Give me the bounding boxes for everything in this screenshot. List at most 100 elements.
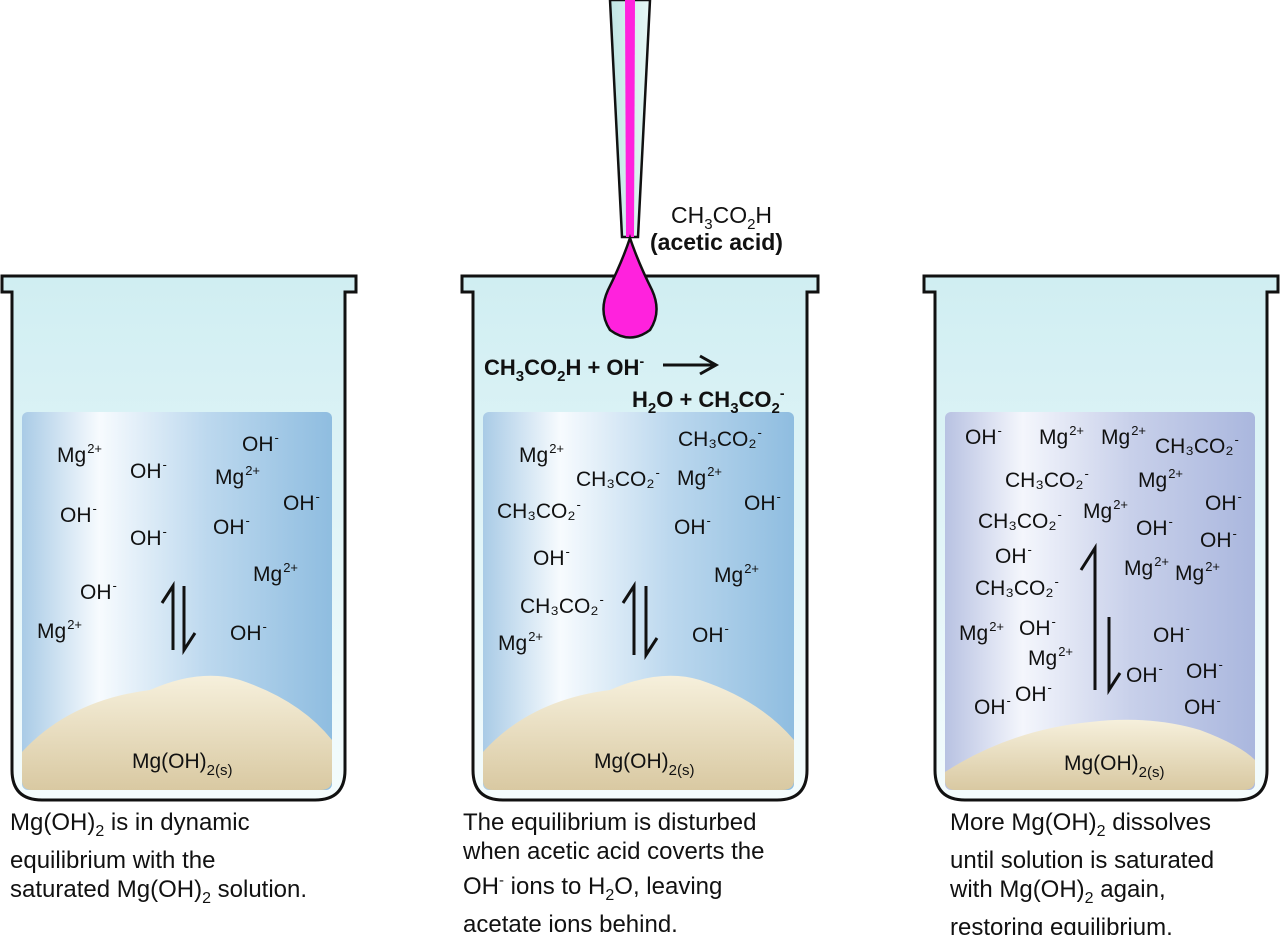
ion-label: Mg2+	[57, 442, 102, 466]
ion-label: Mg2+	[498, 630, 543, 654]
ion-charge: -	[1234, 432, 1239, 447]
ion-charge: 2+	[67, 617, 83, 632]
ion-formula: CH₃CO₂	[1155, 435, 1234, 458]
ion-charge: 2+	[549, 441, 565, 456]
ion-label: OH-	[213, 514, 250, 538]
reaction-right: H2O + CH3CO2-	[632, 385, 785, 417]
ion-formula: OH	[1019, 617, 1051, 640]
ion-label: Mg2+	[1083, 498, 1128, 522]
ion-formula: CH₃CO₂	[497, 500, 576, 523]
ion-charge: -	[1218, 657, 1223, 672]
ion-label: OH-	[242, 431, 279, 455]
beaker-2	[460, 274, 820, 802]
ion-label: OH-	[130, 458, 167, 482]
ion-label: OH-	[283, 490, 320, 514]
ion-formula: CH₃CO₂	[978, 510, 1057, 533]
ion-formula: OH	[230, 622, 262, 645]
ion-charge: -	[1006, 693, 1011, 708]
ion-formula: Mg	[519, 444, 549, 467]
ion-charge: -	[315, 489, 320, 504]
ion-charge: 2+	[87, 441, 103, 456]
beaker-1	[0, 274, 358, 802]
ion-charge: 2+	[528, 629, 544, 644]
caption-3: More Mg(OH)2 dissolves until solution is…	[950, 809, 1215, 935]
ion-charge: 2+	[1069, 423, 1085, 438]
ion-formula: CH₃CO₂	[678, 428, 757, 451]
ion-label: Mg2+	[959, 620, 1004, 644]
ion-label: CH₃CO₂-	[576, 466, 660, 490]
ion-formula: OH	[1186, 660, 1218, 683]
ion-formula: Mg	[1083, 500, 1113, 523]
ion-formula: Mg	[1124, 557, 1154, 580]
acid-drop	[602, 234, 658, 339]
ion-label: OH-	[1015, 681, 1052, 705]
ion-charge: -	[757, 425, 762, 440]
ion-formula: OH	[130, 527, 162, 550]
ion-label: OH-	[60, 502, 97, 526]
ion-formula: CH₃CO₂	[1005, 469, 1084, 492]
ion-formula: OH	[1126, 664, 1158, 687]
ion-charge: -	[1185, 621, 1190, 636]
ion-label: CH₃CO₂-	[520, 593, 604, 617]
ion-label: CH₃CO₂-	[497, 498, 581, 522]
ion-formula: OH	[1184, 696, 1216, 719]
ion-formula: OH	[674, 516, 706, 539]
ion-charge: -	[599, 592, 604, 607]
ion-formula: OH	[1015, 683, 1047, 706]
caption-2: The equilibrium is disturbed when acetic…	[463, 809, 765, 935]
ion-label: CH₃CO₂-	[975, 575, 1059, 599]
ion-charge: -	[92, 501, 97, 516]
ion-charge: -	[565, 544, 570, 559]
ion-label: OH-	[674, 514, 711, 538]
solid-pile	[483, 675, 794, 790]
ion-label: OH-	[974, 694, 1011, 718]
ion-charge: -	[576, 497, 581, 512]
equilibrium-arrows	[160, 580, 197, 656]
ion-charge: -	[1158, 661, 1163, 676]
reaction-left: CH3CO2H + OH-	[484, 353, 645, 385]
ion-label: Mg2+	[1028, 645, 1073, 669]
ion-label: OH-	[692, 622, 729, 646]
ion-charge: -	[997, 423, 1002, 438]
ion-charge: -	[1216, 693, 1221, 708]
ion-label: Mg2+	[253, 561, 298, 585]
ion-charge: -	[1047, 680, 1052, 695]
ion-label: OH-	[1184, 694, 1221, 718]
ion-label: CH₃CO₂-	[1155, 433, 1239, 457]
ion-charge: 2+	[707, 464, 723, 479]
equilibrium-arrows	[1079, 542, 1122, 696]
ion-label: OH-	[744, 490, 781, 514]
ion-formula: OH	[60, 504, 92, 527]
ion-charge: -	[1057, 507, 1062, 522]
ion-formula: OH	[692, 624, 724, 647]
ion-label: Mg2+	[1101, 424, 1146, 448]
ion-label: Mg2+	[37, 618, 82, 642]
ion-charge: -	[1232, 526, 1237, 541]
ion-formula: Mg	[57, 444, 87, 467]
ion-label: Mg2+	[1039, 424, 1084, 448]
ion-formula: Mg	[1175, 562, 1205, 585]
ion-charge: -	[162, 457, 167, 472]
ion-label: Mg2+	[519, 442, 564, 466]
ion-formula: OH	[744, 492, 776, 515]
reaction-arrow	[663, 354, 720, 376]
ion-formula: OH	[533, 547, 565, 570]
ion-formula: Mg	[1028, 647, 1058, 670]
ion-charge: 2+	[1168, 466, 1184, 481]
ion-label: CH₃CO₂-	[1005, 467, 1089, 491]
ion-label: CH₃CO₂-	[678, 426, 762, 450]
ion-charge: -	[245, 513, 250, 528]
ion-label: OH-	[995, 543, 1032, 567]
ion-label: OH-	[230, 620, 267, 644]
ion-charge: 2+	[989, 619, 1005, 634]
solid-label: Mg(OH)2(s)	[1064, 752, 1165, 781]
ion-charge: -	[1051, 614, 1056, 629]
ion-formula: OH	[1136, 517, 1168, 540]
ion-charge: -	[1027, 542, 1032, 557]
ion-formula: Mg	[215, 466, 245, 489]
ion-charge: 2+	[1113, 497, 1129, 512]
ion-label: OH-	[1153, 622, 1190, 646]
ion-formula: CH₃CO₂	[975, 577, 1054, 600]
ion-label: Mg2+	[714, 562, 759, 586]
ion-charge: 2+	[1058, 644, 1074, 659]
